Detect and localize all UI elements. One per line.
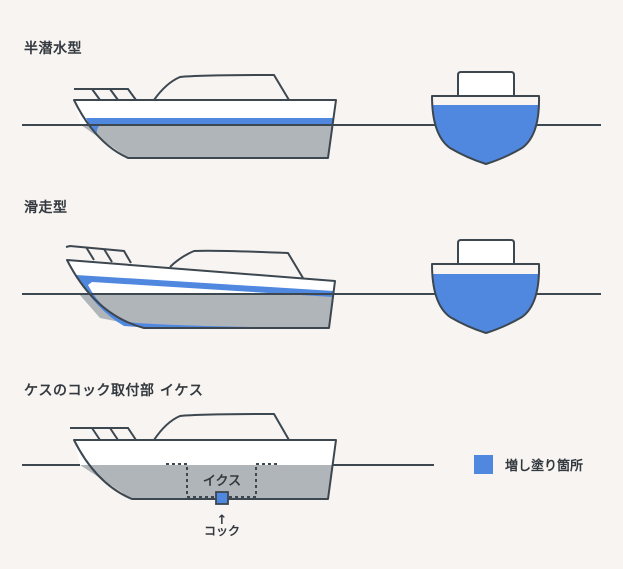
semi-cross-cabin: [457, 71, 515, 96]
legend-label: 増し塗り箇所: [505, 459, 584, 474]
legend: 増し塗り箇所: [474, 455, 583, 474]
planing-repaint-band: [76, 275, 334, 329]
semi-displacement-boat-cross-section: [431, 71, 541, 165]
ikesu-railing: [70, 427, 137, 441]
ikesu-cabin: [153, 413, 290, 441]
planing-boat-side: [65, 244, 336, 329]
planing-cabin: [169, 249, 304, 279]
ikesu-label: イクス: [203, 474, 241, 489]
semi-cross-hull-outline: [431, 95, 541, 165]
ikesu-boat-side: イクス ↑ コック: [70, 413, 337, 538]
semi-hull-outline: [73, 99, 337, 159]
section-title-cock-mount: ケスのコック取付部 イケス: [24, 383, 204, 399]
semi-hull-submerged: [81, 125, 333, 158]
ikesu-hull-submerged: [80, 465, 333, 499]
semi-railing: [74, 88, 137, 101]
planing-cross-cabin: [457, 239, 515, 264]
planing-cross-hull-outline: [431, 263, 541, 334]
ikesu-hull-outline: [73, 439, 337, 500]
planing-hull-outline: [66, 259, 336, 329]
semi-cabin: [153, 74, 290, 101]
planing-cross-hull-fill: [432, 274, 539, 333]
legend-swatch-repaint: [474, 455, 493, 474]
semi-cross-hull-fill: [432, 105, 539, 164]
semi-repaint-band: [86, 118, 334, 134]
semi-displacement-boat-side: [73, 74, 337, 159]
section-title-planing: 滑走型: [24, 200, 68, 216]
ikesu-hull-above-water: [74, 440, 336, 465]
cock-fitting: [215, 491, 229, 505]
planing-hull-submerged: [79, 294, 333, 328]
planing-railing: [65, 244, 132, 264]
cock-label: コック: [204, 524, 240, 538]
section-title-semi-displacement: 半潜水型: [24, 41, 82, 57]
planing-boat-cross-section: [431, 239, 541, 334]
cock-arrow: ↑: [217, 513, 228, 528]
